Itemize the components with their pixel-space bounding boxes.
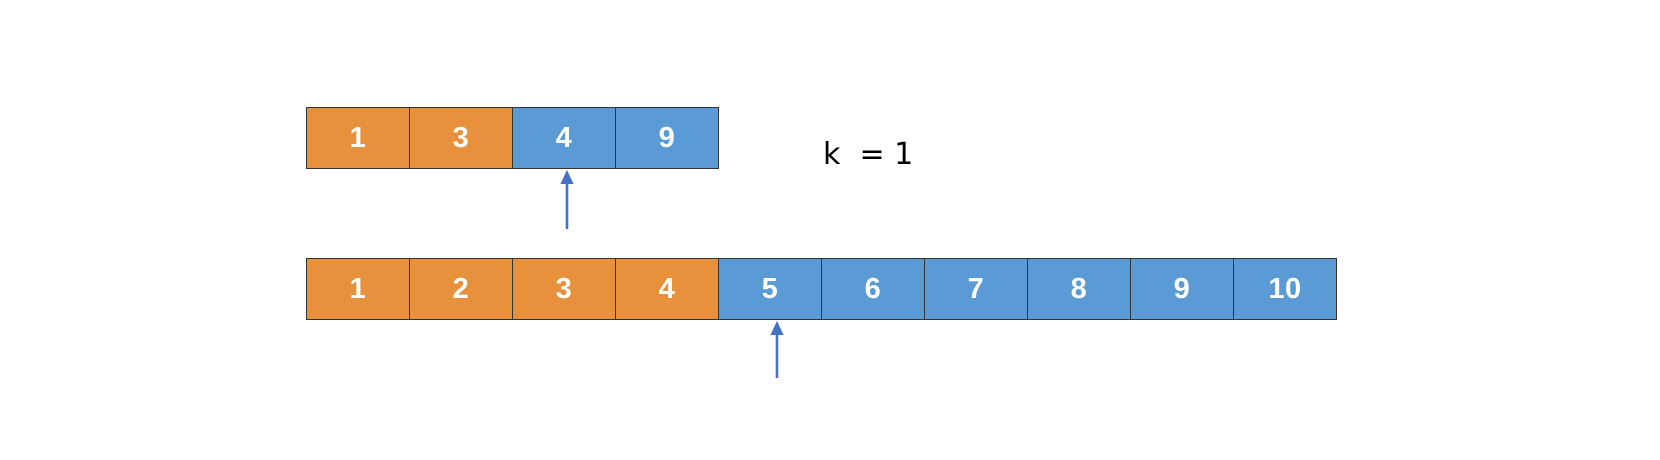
array-cell: 7 <box>924 258 1028 320</box>
array-cell: 1 <box>306 258 410 320</box>
k-label: k = 1 <box>823 137 914 172</box>
array-cell: 3 <box>512 258 616 320</box>
bottom-array-pointer-arrow <box>766 320 788 378</box>
array-cell: 4 <box>512 107 616 169</box>
array-cell: 8 <box>1027 258 1131 320</box>
array-cell: 4 <box>615 258 719 320</box>
array-cell: 5 <box>718 258 822 320</box>
array-cell: 1 <box>306 107 410 169</box>
array-cell: 9 <box>615 107 719 169</box>
array-cell: 3 <box>409 107 513 169</box>
array-cell: 9 <box>1130 258 1234 320</box>
array-cell: 6 <box>821 258 925 320</box>
array-cell: 2 <box>409 258 513 320</box>
top-array-pointer-arrow <box>556 169 578 229</box>
array-cell: 10 <box>1233 258 1337 320</box>
